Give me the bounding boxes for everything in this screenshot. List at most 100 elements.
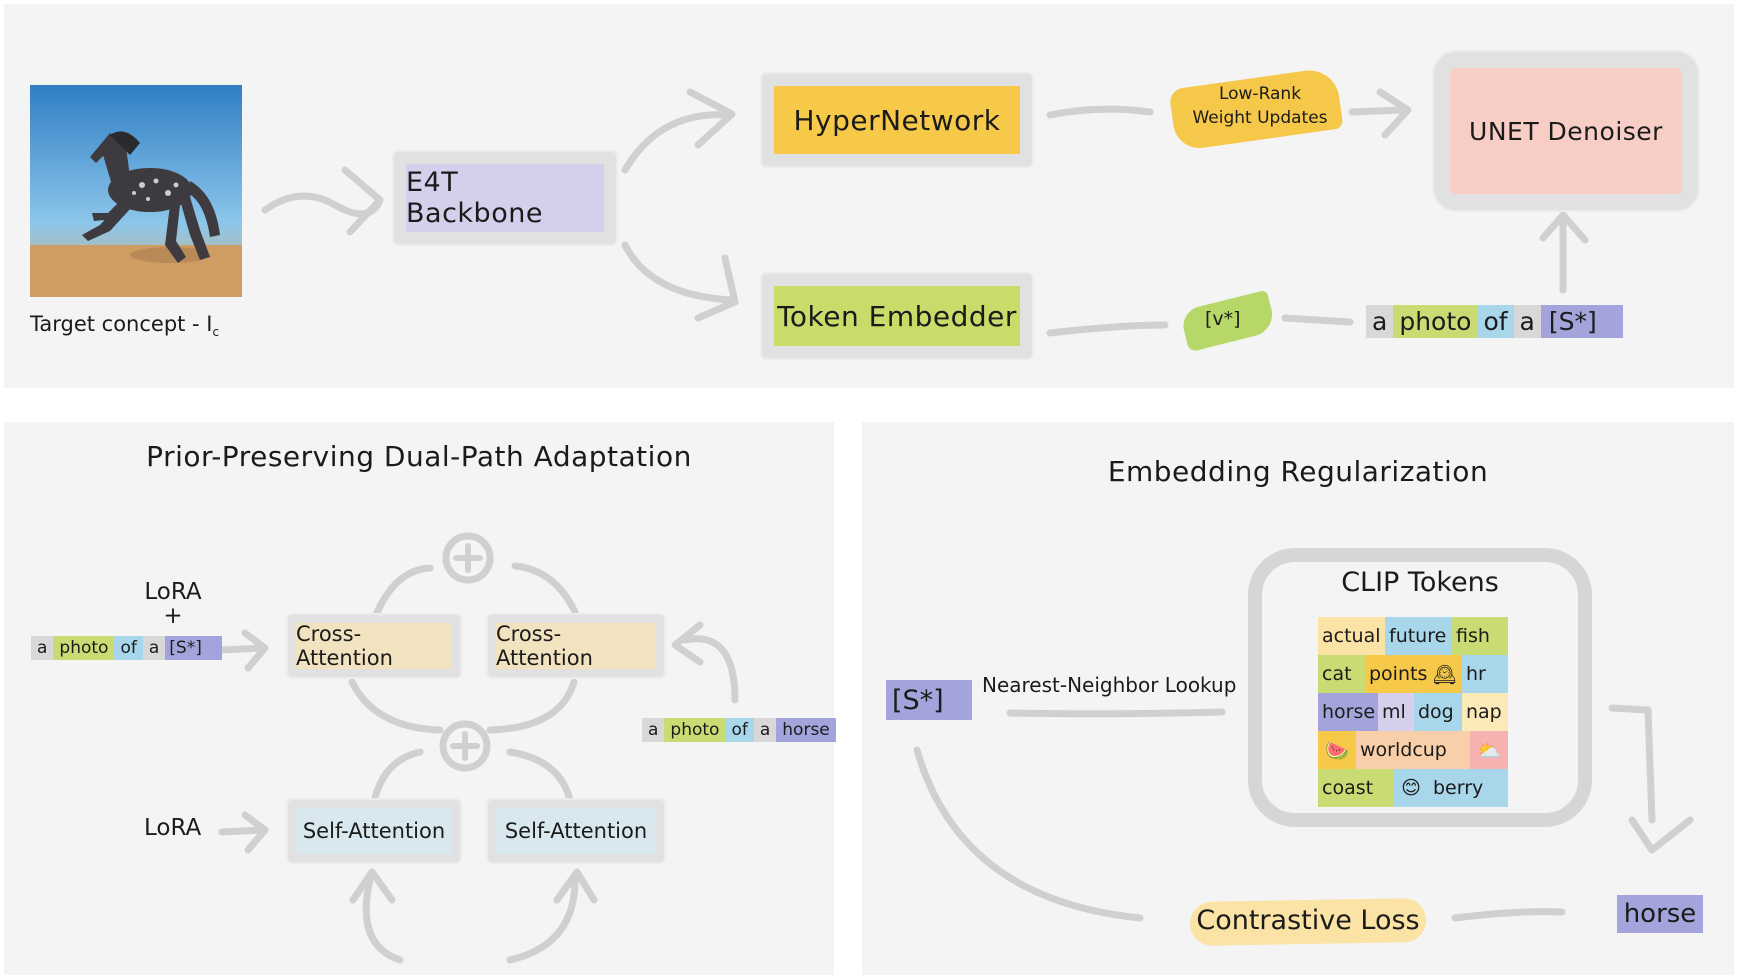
prompt-to-unet-arrowhead — [1539, 211, 1589, 244]
hypernetwork-to-updates-line — [1046, 105, 1154, 119]
v-to-prompt-line — [1281, 314, 1354, 326]
combine-to-cross-right-arrow — [486, 678, 578, 734]
self-attention-right-box: Self-Attention — [488, 800, 664, 862]
clip-token-ml: ml — [1378, 693, 1414, 731]
lora-plus-line-1: LoRA — [144, 579, 202, 605]
prior-token-of: of — [725, 718, 754, 742]
unet-denoiser-box: UNET Denoiser — [1434, 52, 1698, 210]
lora-plus-to-cross-arrowhead — [241, 629, 269, 672]
prior-token-horse: horse — [776, 718, 836, 742]
self-attention-right-label: Self-Attention — [504, 819, 648, 843]
input-to-self-right-arrow — [506, 876, 579, 964]
clip-tokens-title: CLIP Tokens — [1341, 567, 1499, 598]
combine-circle-middle — [439, 720, 491, 772]
combine-circle-top — [442, 532, 494, 584]
clip-token-points: points — [1365, 655, 1427, 693]
token-embedder-label: Token Embedder — [777, 299, 1017, 333]
clip-token-cat: cat — [1318, 655, 1365, 693]
left-token-photo: photo — [53, 636, 115, 660]
contrastive-loss-label: Contrastive Loss — [1196, 905, 1420, 936]
token-photo: photo — [1393, 305, 1478, 338]
clip-token-berry: berry — [1429, 769, 1508, 807]
lora-label: LoRA — [144, 815, 202, 841]
lora-to-self-arrowhead — [241, 811, 269, 854]
hypernetwork-label: HyperNetwork — [793, 103, 1001, 137]
clip-token-fish: fish — [1452, 617, 1508, 655]
prompt-concept-left: a photo of a [S*] — [31, 636, 222, 660]
token-a-2: a — [1513, 305, 1541, 338]
prior-prompt-to-cross-arrow — [681, 635, 739, 704]
left-token-a-1: a — [31, 636, 54, 660]
concept-to-clip-line — [1006, 708, 1226, 718]
backbone-to-embedder-arrowhead — [694, 254, 739, 322]
prior-prompt-to-cross-arrowhead — [671, 621, 704, 666]
left-token-of: of — [114, 636, 143, 660]
clip-token-dog: dog — [1414, 693, 1462, 731]
weight-updates-line-2: Weight Updates — [1192, 108, 1328, 128]
prior-token-photo: photo — [664, 718, 726, 742]
updates-to-unet-arrow — [1348, 106, 1406, 116]
clip-to-horse-arrow — [1608, 704, 1656, 824]
concept-token-label: [S*] — [892, 684, 944, 716]
clip-token-worldcup: worldcup — [1356, 731, 1470, 769]
clip-token-actual: actual — [1318, 617, 1385, 655]
updates-to-unet-arrowhead — [1376, 88, 1412, 139]
e4t-backbone-label: E4T Backbone — [406, 167, 543, 229]
image-caption-subscript: c — [212, 325, 220, 340]
clip-to-horse-arrowhead — [1628, 816, 1694, 854]
token-a-1: a — [1366, 305, 1394, 338]
prompt-prior-left: a photo of a horse — [642, 718, 836, 742]
image-caption-text: Target concept - I — [30, 312, 213, 336]
token-embedder-box: Token Embedder — [762, 274, 1032, 358]
cross-attention-right-box: Cross-Attention — [488, 615, 664, 677]
lora-plus-line-2: + — [163, 603, 183, 629]
prior-token-a-2: a — [753, 718, 777, 742]
self-left-to-combine-arrow — [371, 748, 424, 802]
backbone-to-embedder-arrow — [621, 241, 734, 304]
concept-token-box: [S*] — [886, 680, 972, 720]
clip-token-nap: nap — [1462, 693, 1508, 731]
nearest-horse-label: horse — [1623, 899, 1697, 929]
dual-path-panel — [4, 422, 834, 975]
image-to-backbone-arrow — [261, 192, 384, 218]
clip-tokens-grid: actual future fish cat points 🕰 hr horse… — [1318, 617, 1508, 807]
self-attention-left-box: Self-Attention — [288, 800, 460, 862]
nearest-neighbor-label: Nearest-Neighbor Lookup — [982, 673, 1237, 697]
combine-to-cross-left-arrow — [348, 678, 444, 734]
e4t-backbone-box: E4T Backbone — [394, 152, 616, 244]
clip-token-smile-icon: 😊 — [1393, 769, 1429, 807]
clip-token-horse: horse — [1318, 693, 1378, 731]
lora-plus-label: LoRA + — [143, 580, 203, 628]
clip-token-hr: hr — [1462, 655, 1508, 693]
weight-updates-line-1: Low-Rank — [1218, 84, 1302, 104]
input-to-self-left-arrow — [362, 876, 404, 964]
prior-token-a-1: a — [642, 718, 665, 742]
hypernetwork-box: HyperNetwork — [762, 74, 1032, 166]
target-concept-image — [30, 85, 242, 297]
embedder-to-v-line — [1046, 321, 1169, 337]
cross-attention-left-label: Cross-Attention — [296, 622, 393, 670]
left-token-s-star: [S*] — [165, 636, 222, 660]
clip-row-1: actual future fish — [1318, 617, 1508, 655]
lora-to-self-arrow — [218, 826, 266, 836]
clip-token-future: future — [1385, 617, 1452, 655]
clip-row-5: coast 😊 berry — [1318, 769, 1508, 807]
dual-path-title: Prior-Preserving Dual-Path Adaptation — [146, 440, 692, 473]
self-attention-left-label: Self-Attention — [302, 819, 446, 843]
backbone-to-hypernetwork-arrow — [621, 111, 734, 174]
lora-plus-to-cross-arrow — [218, 644, 266, 654]
clip-token-clock-icon: 🕰 — [1427, 655, 1462, 693]
concept-to-loss-curve — [913, 746, 1144, 922]
left-token-a-2: a — [142, 636, 166, 660]
regularization-title: Embedding Regularization — [1107, 455, 1489, 488]
clip-row-2: cat points 🕰 hr — [1318, 655, 1508, 693]
cross-left-to-combine-arrow — [372, 564, 434, 619]
unet-denoiser-label: UNET Denoiser — [1469, 116, 1663, 146]
cross-attention-right-label: Cross-Attention — [496, 622, 593, 670]
backbone-to-hypernetwork-arrowhead — [686, 88, 736, 149]
clip-token-weather-icon: ⛅ — [1470, 731, 1508, 769]
input-to-self-right-arrowhead — [553, 868, 598, 904]
cross-right-to-combine-arrow — [511, 562, 579, 616]
image-to-backbone-arrowhead — [341, 166, 384, 236]
